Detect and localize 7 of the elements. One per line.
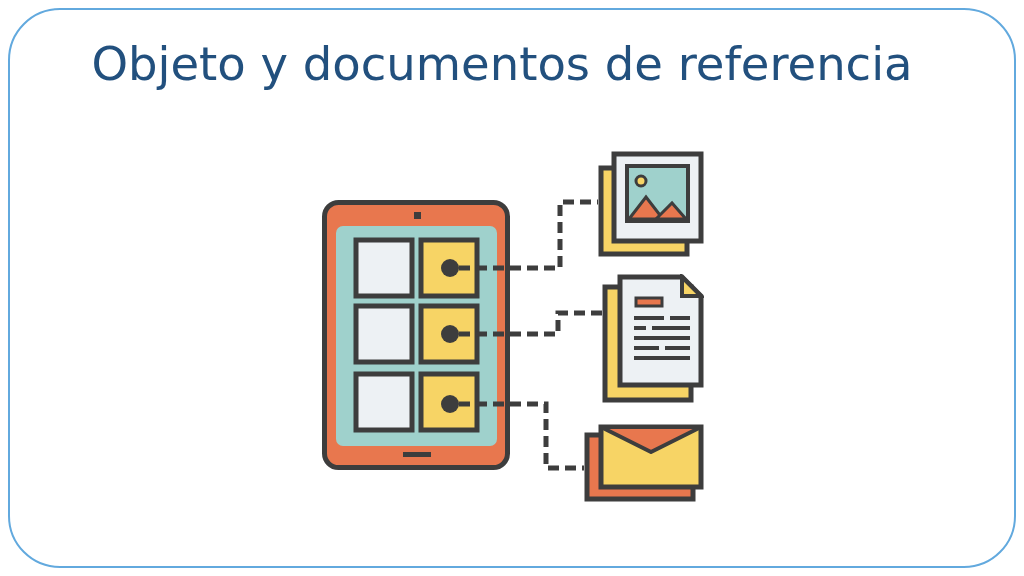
dashed-connector <box>459 401 584 471</box>
envelope-icon <box>584 424 704 502</box>
dashed-connector <box>459 199 598 271</box>
photo-icon <box>598 151 704 257</box>
dashed-connector <box>459 310 602 337</box>
title: Objeto y documentos de referencia <box>91 37 913 93</box>
document-icon <box>602 274 704 403</box>
